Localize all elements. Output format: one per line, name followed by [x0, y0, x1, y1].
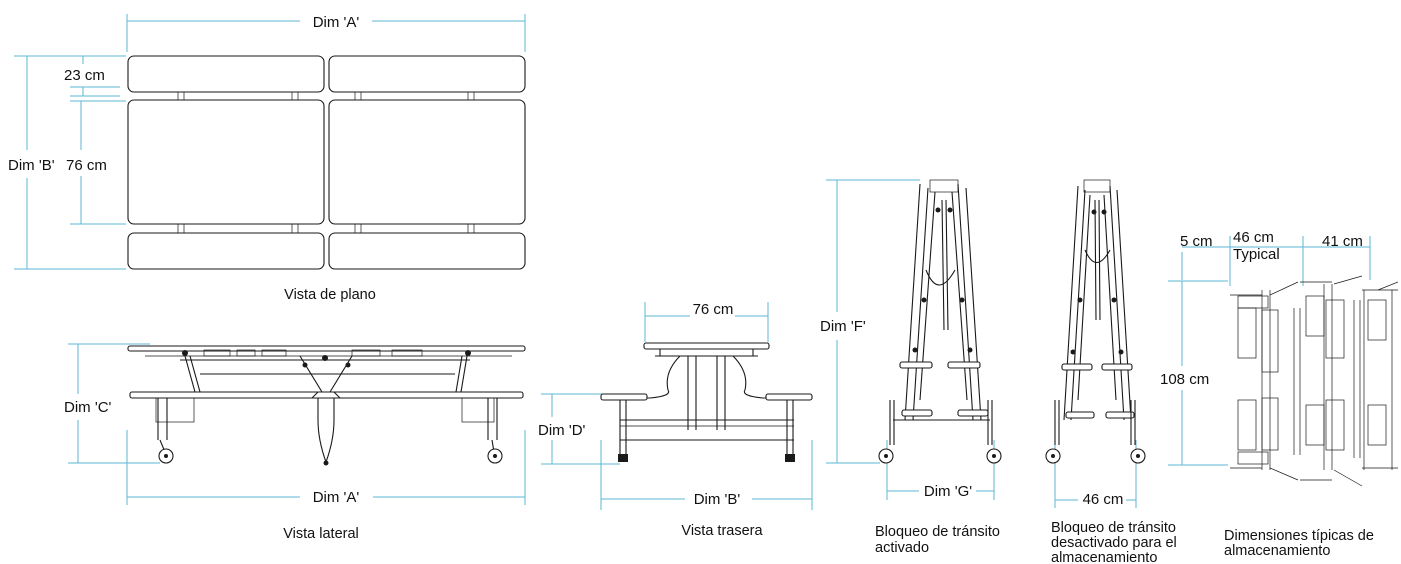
plan-view: Dim 'A' Dim 'B' 23 cm 76 cm [8, 14, 526, 303]
storage-height-label: 108 cm [1160, 371, 1209, 388]
rear-dim-d-label: Dim 'D' [538, 422, 586, 439]
storage-caption-line1: Dimensiones típicas de [1224, 528, 1374, 544]
storage-view: 5 cm 46 cm Typical 41 cm 108 cm Dimens [1160, 229, 1399, 559]
unlocked-caption-line3: almacenamiento [1051, 550, 1157, 564]
storage-caption-line2: almacenamiento [1224, 543, 1330, 559]
side-dim-a-label: Dim 'A' [313, 489, 360, 506]
locked-dim-g-label: Dim 'G' [924, 483, 972, 500]
storage-overlap-label: 41 cm [1322, 233, 1363, 250]
locked-caption-line2: activado [875, 540, 929, 556]
rear-view-caption: Vista trasera [681, 523, 763, 539]
transit-locked-view: Dim 'F' Dim 'G' Bloqueo de tránsito acti… [820, 179, 1002, 556]
unlocked-caption-line1: Bloqueo de tránsito [1051, 520, 1176, 536]
locked-caption-line1: Bloqueo de tránsito [875, 524, 1000, 540]
storage-pitch-label: 46 cm [1233, 229, 1274, 246]
transit-unlocked-view: 46 cm Bloqueo de tránsito desactivado pa… [1045, 179, 1177, 564]
storage-gap-label: 5 cm [1180, 233, 1213, 250]
plan-dim-a-label: Dim 'A' [313, 14, 360, 31]
unlocked-width-label: 46 cm [1083, 491, 1124, 508]
unlocked-caption-line2: desactivado para el [1051, 535, 1177, 551]
side-view-caption: Vista lateral [283, 526, 359, 542]
side-view: Dim 'C' Dim 'A' Vist [64, 343, 526, 542]
rear-dim-b-label: Dim 'B' [694, 491, 741, 508]
rear-top-width-label: 76 cm [693, 301, 734, 318]
side-dim-c-label: Dim 'C' [64, 399, 112, 416]
plan-seat-depth-label: 23 cm [64, 67, 105, 84]
rear-view: 76 cm Dim 'D' Dim 'B' Vista trasera [538, 301, 813, 539]
plan-table-depth-label: 76 cm [66, 157, 107, 174]
plan-dim-b-label: Dim 'B' [8, 157, 55, 174]
plan-view-caption: Vista de plano [284, 287, 376, 303]
storage-pitch-note: Typical [1233, 246, 1280, 263]
locked-dim-f-label: Dim 'F' [820, 318, 866, 335]
